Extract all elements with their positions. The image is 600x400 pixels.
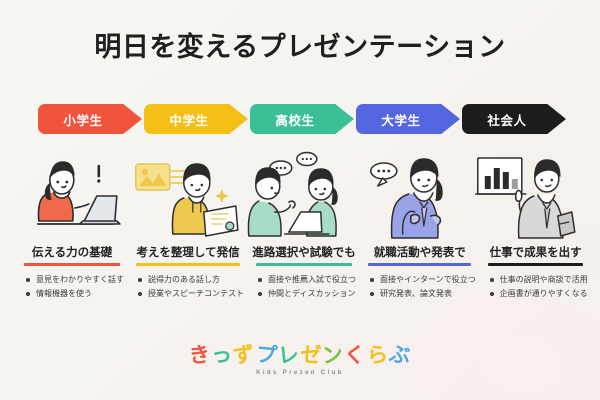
list-item: 企画書が通りやすくなる xyxy=(489,287,588,301)
bullet-dot-icon xyxy=(370,278,374,282)
detail-column-highschool: 進路選択や試験でも 面接や推薦入試で役立つ 仲間とディスカッション xyxy=(248,246,360,322)
list-item: 仕事の説明や商談で活用 xyxy=(489,273,588,287)
logo-character: ず xyxy=(232,342,257,369)
stage-label: 小学生 xyxy=(63,113,103,128)
stage-chip-highschool[interactable]: 高校生 xyxy=(250,104,354,134)
logo-character: ゼ xyxy=(299,343,324,368)
logo-character: ら xyxy=(365,342,390,369)
logo-character: く xyxy=(343,343,368,368)
illustration-woman-in-suit-speaking xyxy=(357,146,471,242)
column-heading: 考えを整理して発信 xyxy=(136,247,240,259)
logo-subtitle: Kids Prezen Club xyxy=(256,370,344,376)
detail-column-university: 就職活動や発表で 面接やインターンで役立つ 研究発表、論文発表 xyxy=(360,246,480,322)
column-heading: 仕事で成果を出す xyxy=(489,247,582,259)
stage-label: 高校生 xyxy=(275,113,315,128)
arrow-shape xyxy=(356,104,460,134)
list-item: 意見をわかりやすく話す xyxy=(26,273,124,287)
illustration-row xyxy=(16,146,584,242)
stage-chip-university[interactable]: 大学生 xyxy=(356,104,460,134)
list-item-label: 仲間とディスカッション xyxy=(268,289,356,298)
stage-label: 社会人 xyxy=(487,113,527,128)
column-bullet-list: 意見をわかりやすく話す 情報機器を使う xyxy=(20,273,124,301)
logo-character: プ xyxy=(254,343,279,368)
column-bullet-list: 面接やインターンで役立つ 研究発表、論文発表 xyxy=(364,273,476,301)
logo-character: き xyxy=(187,342,213,369)
list-item-label: 面接やインターンで役立つ xyxy=(380,275,476,284)
illustration-student-with-certificate xyxy=(130,146,244,242)
logo-character: ぶ xyxy=(387,343,413,368)
list-item-label: 仕事の説明や商談で活用 xyxy=(499,275,588,284)
list-item: 仲間とディスカッション xyxy=(258,287,356,301)
list-item-label: 企画書が通りやすくなる xyxy=(499,289,588,298)
stage-label: 大学生 xyxy=(381,113,421,128)
student-with-certificate-icon xyxy=(134,163,239,237)
bullet-dot-icon xyxy=(489,292,494,296)
column-underline xyxy=(368,263,472,266)
stage-chip-elementary[interactable]: 小学生 xyxy=(38,104,142,134)
column-underline xyxy=(24,263,120,266)
stage-chip-juniorhigh[interactable]: 中学生 xyxy=(144,104,248,134)
list-item: 面接や推薦入試で役立つ xyxy=(258,273,356,287)
bullet-dot-icon xyxy=(370,292,374,296)
column-bullet-list: 仕事の説明や商談で活用 企画書が通りやすくなる xyxy=(484,273,588,301)
detail-column-working-adult: 仕事で成果を出す 仕事の説明や商談で活用 企画書が通りやすくなる xyxy=(480,246,592,322)
column-bullet-list: 説得力のある話し方 授業やスピーチコンテスト xyxy=(132,273,244,301)
arrow-shape xyxy=(38,104,142,134)
column-heading: 伝える力の基礎 xyxy=(31,247,113,259)
detail-column-row: 伝える力の基礎 意見をわかりやすく話す 情報機器を使う 考えを整理して発信 説得 xyxy=(16,246,588,322)
logo-character: ン xyxy=(321,342,346,369)
column-underline xyxy=(487,263,584,266)
brand-logo: きっずプレゼンくらぶ Kids Prezen Club xyxy=(0,342,600,376)
stage-chip-working-adult[interactable]: 社会人 xyxy=(462,104,566,134)
list-item: 研究発表、論文発表 xyxy=(370,287,476,301)
illustration-two-students-discussing xyxy=(243,146,357,242)
detail-column-elementary: 伝える力の基礎 意見をわかりやすく話す 情報機器を使う xyxy=(16,246,128,322)
logo-character: っ xyxy=(210,343,235,368)
column-underline xyxy=(136,263,240,266)
bullet-dot-icon xyxy=(26,278,30,282)
bullet-dot-icon xyxy=(26,292,30,296)
arrow-shape xyxy=(462,104,566,134)
stage-label: 中学生 xyxy=(169,113,209,128)
arrow-shape xyxy=(144,104,248,134)
stage-arrow-row: 小学生 中学生 高校生 大学生 社会人 xyxy=(38,104,566,134)
list-item: 授業やスピーチコンテスト xyxy=(138,287,244,301)
logo-wordmark: きっずプレゼンくらぶ xyxy=(0,342,600,369)
column-heading: 就職活動や発表で xyxy=(373,247,466,259)
slide-title: 明日を変えるプレゼンテーション xyxy=(94,32,506,62)
girl-at-laptop-icon xyxy=(36,161,121,225)
woman-in-suit-speaking-icon xyxy=(369,158,443,239)
two-students-discussing-icon xyxy=(247,151,338,237)
list-item: 情報機器を使う xyxy=(26,287,124,301)
list-item-label: 情報機器を使う xyxy=(36,289,92,298)
list-item-label: 説得力のある話し方 xyxy=(148,275,220,284)
bullet-dot-icon xyxy=(258,292,262,296)
column-heading: 進路選択や試験でも xyxy=(252,247,356,259)
bullet-dot-icon xyxy=(489,278,494,282)
detail-column-juniorhigh: 考えを整理して発信 説得力のある話し方 授業やスピーチコンテスト xyxy=(128,246,248,322)
column-bullet-list: 面接や推薦入試で役立つ 仲間とディスカッション xyxy=(252,273,356,301)
list-item: 説得力のある話し方 xyxy=(138,273,244,287)
bullet-dot-icon xyxy=(138,278,142,282)
list-item-label: 授業やスピーチコンテスト xyxy=(148,289,244,298)
bullet-dot-icon xyxy=(138,292,142,296)
list-item-label: 意見をわかりやすく話す xyxy=(36,275,124,284)
businessman-with-chart-icon xyxy=(475,157,576,239)
list-item-label: 面接や推薦入試で役立つ xyxy=(268,275,356,284)
logo-character: レ xyxy=(276,342,302,369)
list-item: 面接やインターンで役立つ xyxy=(370,273,476,287)
bullet-dot-icon xyxy=(258,278,262,282)
arrow-shape xyxy=(250,104,354,134)
illustration-girl-at-laptop xyxy=(16,146,130,242)
column-underline xyxy=(256,263,352,266)
illustration-businessman-with-chart xyxy=(470,146,584,242)
list-item-label: 研究発表、論文発表 xyxy=(380,289,452,298)
